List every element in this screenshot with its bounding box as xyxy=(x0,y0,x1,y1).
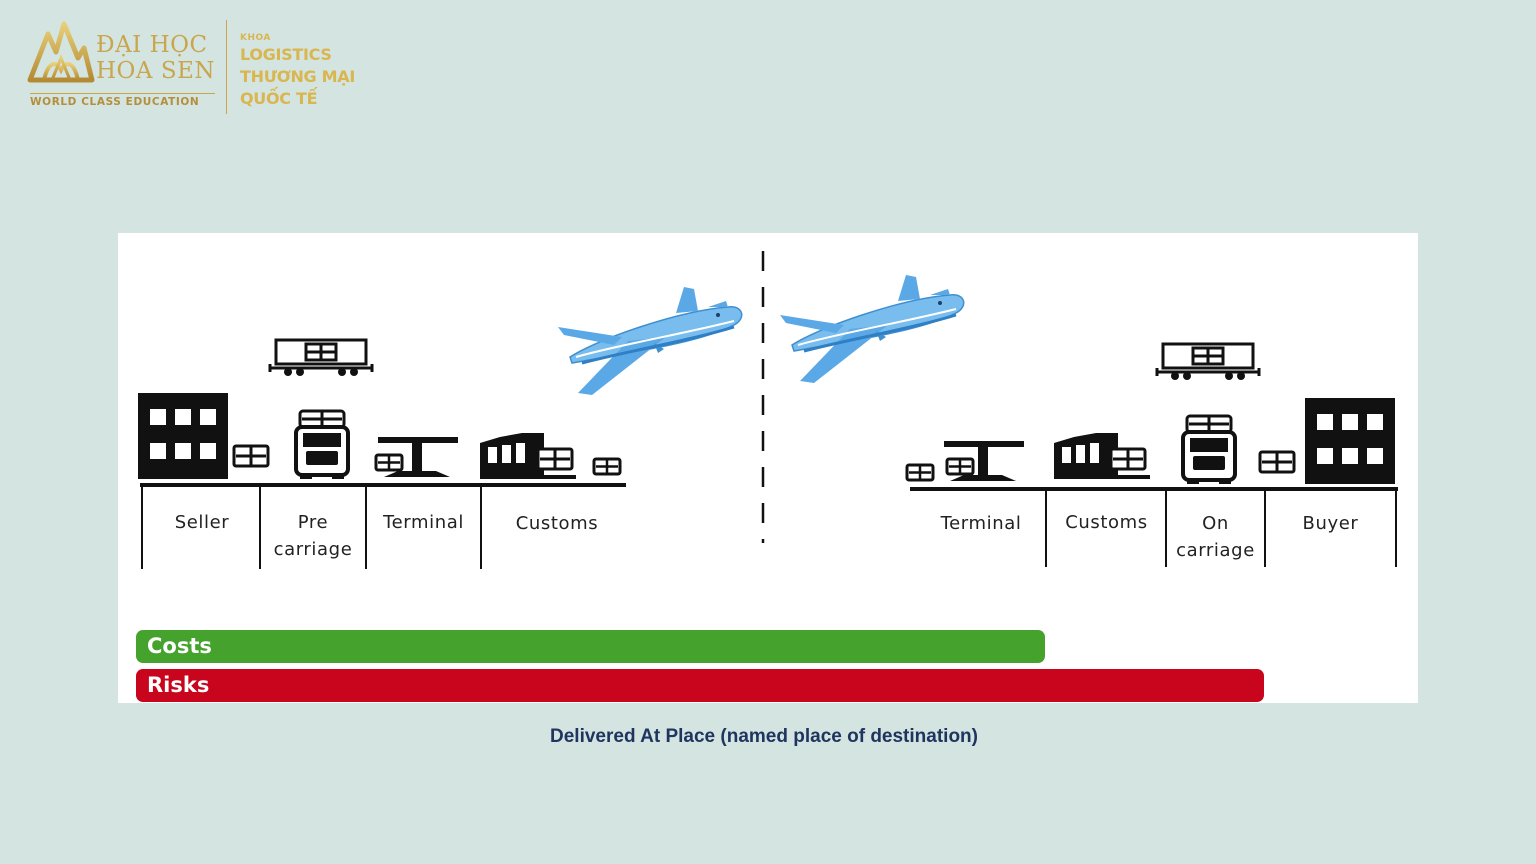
buyer-building-icon xyxy=(1305,398,1395,484)
rail-wagon-icon xyxy=(268,338,374,378)
stage-label-pre-carriage: Pre carriage xyxy=(273,512,353,560)
package-icon xyxy=(1258,450,1296,474)
logo-tagline: WORLD CLASS EDUCATION xyxy=(30,93,215,108)
seller-building-icon xyxy=(138,393,228,479)
package-icon xyxy=(945,457,975,476)
stage-label-buyer: Buyer xyxy=(1302,513,1359,534)
airplane-icon xyxy=(778,273,966,385)
university-name-line1: ĐẠI HỌC xyxy=(96,32,208,58)
faculty-line1: LOGISTICS xyxy=(240,45,332,64)
costs-bar: Costs xyxy=(136,630,1045,663)
risks-bar: Risks xyxy=(136,669,1264,702)
university-name-line2: HOA SEN xyxy=(96,58,216,84)
faculty-prefix: KHOA xyxy=(240,33,271,43)
diagram-drawing xyxy=(138,251,1398,569)
university-logo: ĐẠI HỌC HOA SEN WORLD CLASS EDUCATION KH… xyxy=(26,16,386,120)
logo-divider xyxy=(226,20,227,114)
stage-label-seller: Seller xyxy=(174,512,230,533)
truck-icon xyxy=(1181,414,1237,486)
stage-label-origin-customs: Customs xyxy=(515,513,599,534)
rail-wagon-icon xyxy=(1155,342,1261,382)
truck-icon xyxy=(294,409,350,481)
stage-label-destination-terminal: Terminal xyxy=(940,513,1022,534)
package-icon xyxy=(536,447,574,471)
airplane-icon xyxy=(556,285,744,397)
faculty-name: KHOA LOGISTICS THƯƠNG MẠI QUỐC TẾ xyxy=(240,32,355,110)
package-icon xyxy=(232,444,270,468)
package-icon xyxy=(592,457,622,476)
package-icon xyxy=(1109,447,1147,471)
package-icon xyxy=(374,453,404,472)
faculty-line3: QUỐC TẾ xyxy=(240,89,318,108)
diagram-caption: Delivered At Place (named place of desti… xyxy=(550,726,978,747)
stage-label-destination-customs: Customs xyxy=(1065,512,1148,533)
faculty-line2: THƯƠNG MẠI xyxy=(240,67,356,86)
stage-label-on-carriage: On carriage xyxy=(1176,513,1255,561)
lotus-mountain-logo-icon xyxy=(27,21,95,83)
incoterm-dap-diagram: Seller Pre carriage Terminal Customs Ter… xyxy=(118,233,1418,703)
stage-label-origin-terminal: Terminal xyxy=(383,512,464,533)
package-icon xyxy=(905,463,935,482)
